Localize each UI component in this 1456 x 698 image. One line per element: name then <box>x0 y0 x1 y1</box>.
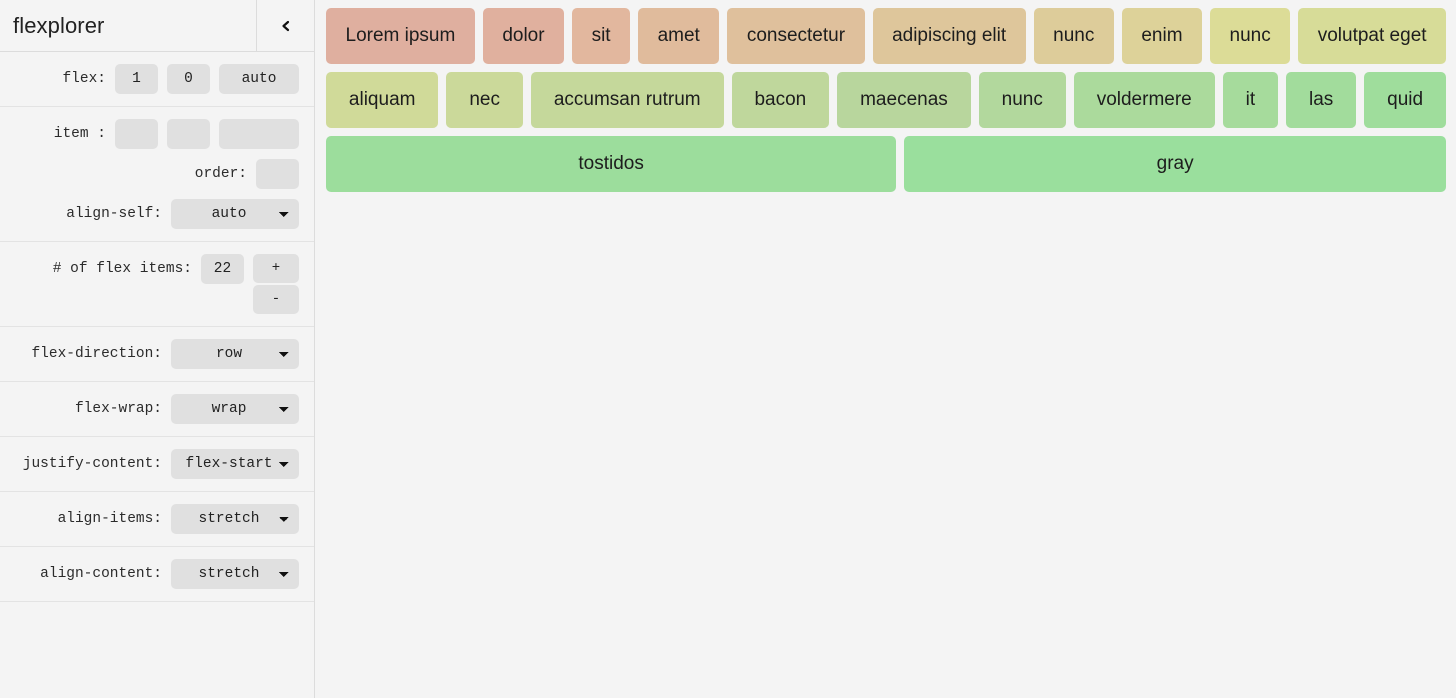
flex-item[interactable]: adipiscing elit <box>872 8 1026 64</box>
row-align-content: align-content: stretchflex-startflex-end… <box>0 547 314 602</box>
order-label: order: <box>194 166 247 182</box>
flex-item[interactable]: accumsan rutrum <box>530 72 724 128</box>
flex-label: flex: <box>62 71 106 87</box>
num-items-label: # of flex items: <box>52 261 192 277</box>
flex-item[interactable]: enim <box>1121 8 1203 64</box>
flex-item[interactable]: amet <box>638 8 720 64</box>
align-content-label: align-content: <box>40 566 162 582</box>
flex-item[interactable]: nunc <box>1033 8 1114 64</box>
chevron-left-icon <box>279 19 293 33</box>
justify-content-select[interactable]: flex-startflex-endcenterspace-betweenspa… <box>171 449 299 479</box>
item-width-input[interactable] <box>115 119 158 149</box>
item-height-input[interactable] <box>167 119 210 149</box>
flex-item[interactable]: maecenas <box>837 72 971 128</box>
controls-sidebar: flexplorer flex: item : <box>0 0 315 698</box>
flex-item[interactable]: nunc <box>978 72 1066 128</box>
flex-item[interactable]: volutpat eget <box>1298 8 1447 64</box>
flex-grow-input[interactable] <box>115 64 158 94</box>
flex-item[interactable]: consectetur <box>727 8 865 64</box>
flex-item[interactable]: it <box>1222 72 1279 128</box>
sidebar-header: flexplorer <box>0 0 314 52</box>
row-num-items: # of flex items: + - <box>0 242 314 327</box>
align-items-select[interactable]: stretchflex-startflex-endcenterbaseline <box>171 504 299 534</box>
align-content-select[interactable]: stretchflex-startflex-endcenterspace-bet… <box>171 559 299 589</box>
align-self-label: align-self: <box>66 206 162 222</box>
flex-item[interactable]: quid <box>1364 72 1446 128</box>
flex-item[interactable]: tostidos <box>326 136 897 192</box>
item-content-input[interactable] <box>219 119 299 149</box>
row-item: item : order: align-self: autoflex-start… <box>0 107 314 242</box>
align-items-label: align-items: <box>57 511 162 527</box>
justify-content-label: justify-content: <box>22 456 162 472</box>
num-items-stepper: + - <box>253 254 299 314</box>
flex-item[interactable]: gray <box>904 136 1447 192</box>
sidebar-filler <box>0 602 314 698</box>
flex-shrink-input[interactable] <box>167 64 210 94</box>
flex-item[interactable]: Lorem ipsum <box>326 8 475 64</box>
flex-wrap-select[interactable]: nowrapwrapwrap-reverse <box>171 394 299 424</box>
num-items-increment-button[interactable]: + <box>253 254 299 283</box>
sidebar-collapse-button[interactable] <box>256 0 314 51</box>
flex-direction-select[interactable]: rowrow-reversecolumncolumn-reverse <box>171 339 299 369</box>
row-align-items: align-items: stretchflex-startflex-endce… <box>0 492 314 547</box>
row-justify-content: justify-content: flex-startflex-endcente… <box>0 437 314 492</box>
order-input[interactable] <box>256 159 299 189</box>
app-title: flexplorer <box>13 12 105 38</box>
flex-basis-input[interactable] <box>219 64 299 94</box>
row-flex-wrap: flex-wrap: nowrapwrapwrap-reverse <box>0 382 314 437</box>
row-flex-direction: flex-direction: rowrow-reversecolumncolu… <box>0 327 314 382</box>
flex-item[interactable]: dolor <box>482 8 565 64</box>
flex-item[interactable]: las <box>1286 72 1357 128</box>
flex-item[interactable]: nunc <box>1210 8 1291 64</box>
flex-direction-label: flex-direction: <box>31 346 162 362</box>
flex-item[interactable]: voldermere <box>1073 72 1215 128</box>
item-label: item : <box>53 126 106 142</box>
flex-wrap-label: flex-wrap: <box>74 401 162 417</box>
flex-item[interactable]: bacon <box>731 72 830 128</box>
flex-item[interactable]: nec <box>446 72 523 128</box>
flex-item[interactable]: aliquam <box>326 72 439 128</box>
num-items-input[interactable] <box>201 254 244 284</box>
num-items-decrement-button[interactable]: - <box>253 285 299 314</box>
row-flex: flex: <box>0 52 314 107</box>
flex-item[interactable]: sit <box>572 8 631 64</box>
align-self-select[interactable]: autoflex-startflex-endcenterbaselinestre… <box>171 199 299 229</box>
